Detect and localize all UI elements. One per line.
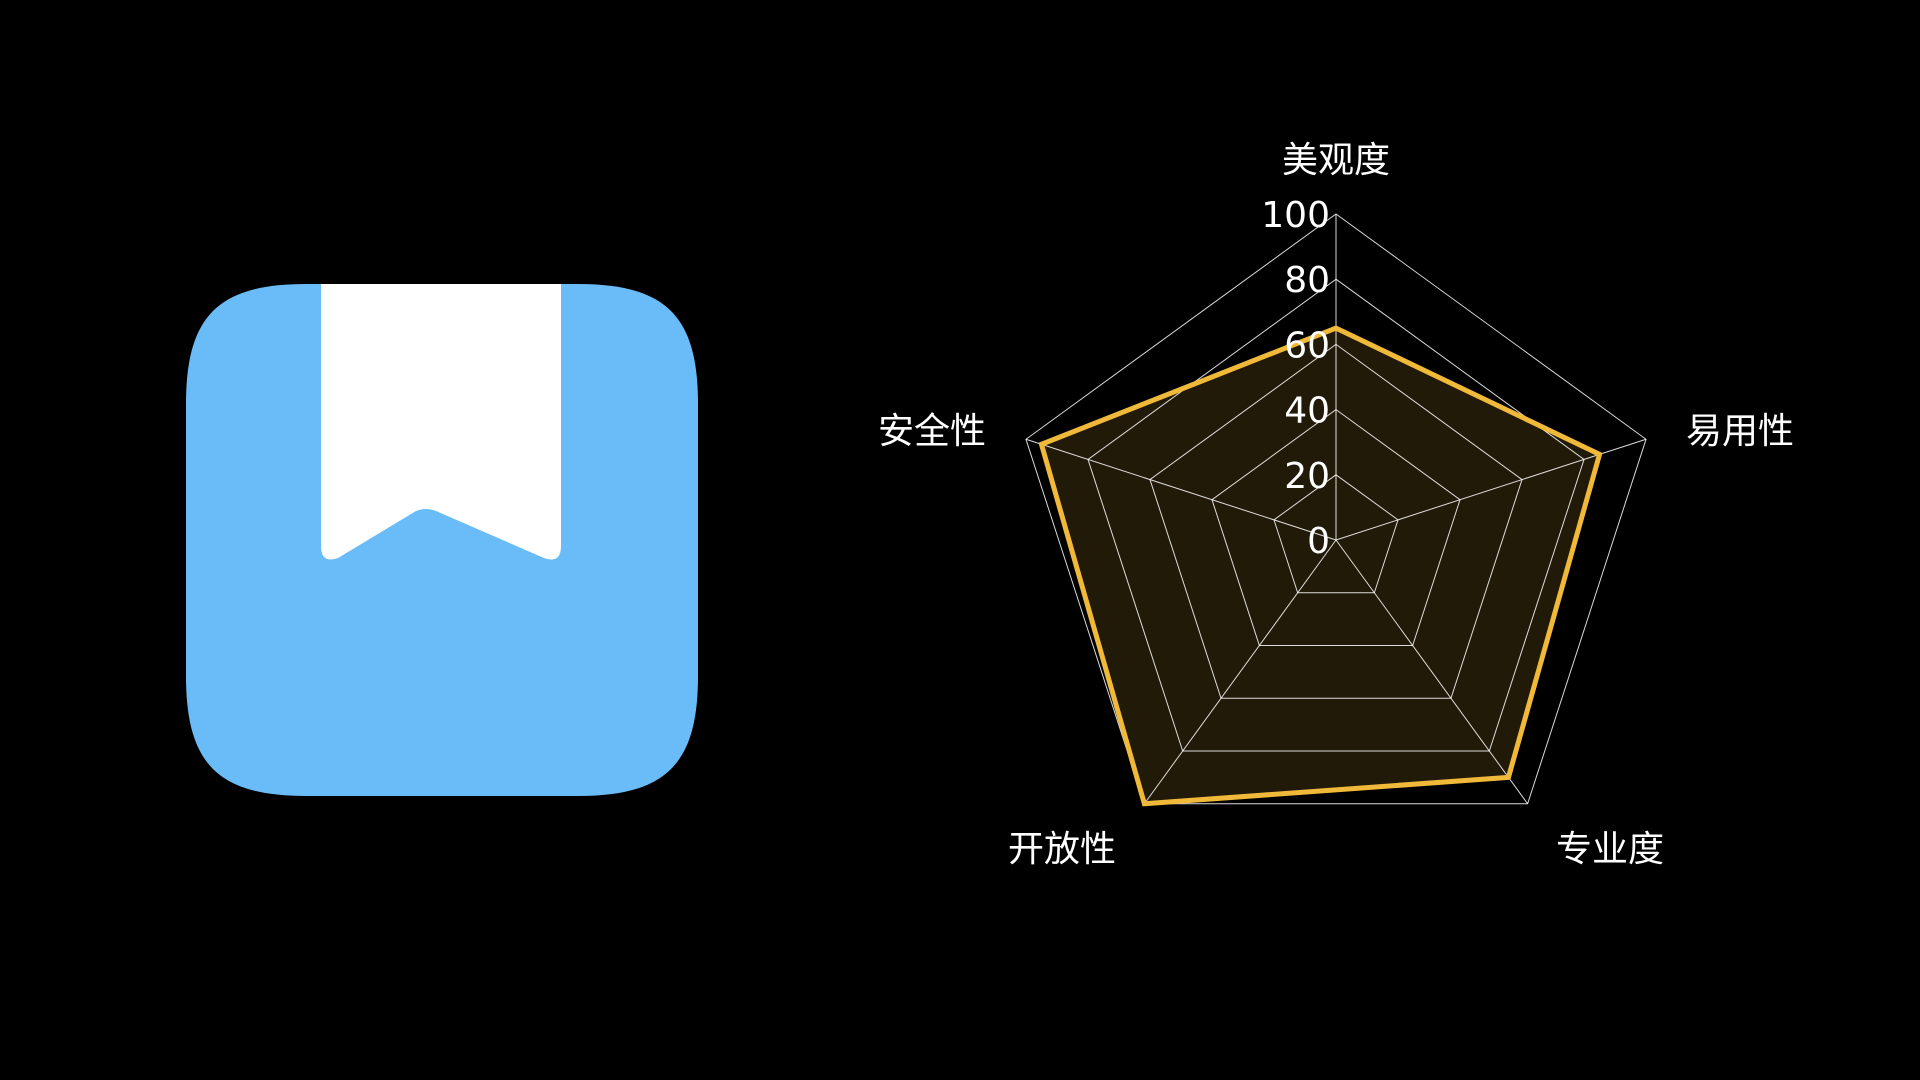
series-area: [1041, 328, 1600, 804]
axis-label: 美观度: [1282, 140, 1390, 181]
series-line: [1038, 325, 1603, 807]
grid-ring-100: [1025, 213, 1647, 805]
axis-spoke: [1335, 438, 1647, 541]
axis-spoke: [1143, 539, 1337, 805]
tick-label: 0: [1307, 521, 1330, 562]
grid-ring-40: [1211, 408, 1461, 646]
tick-label: 60: [1284, 325, 1330, 366]
axis-label: 专业度: [1556, 829, 1664, 870]
tick-label: 20: [1284, 456, 1330, 497]
axis-spoke: [1025, 438, 1337, 541]
axis-label: 易用性: [1686, 411, 1794, 452]
tick-label: 40: [1284, 391, 1330, 432]
icon-background: [186, 284, 698, 796]
grid-ring-20: [1273, 474, 1399, 594]
tick-label: 80: [1284, 260, 1330, 301]
bookmark-icon: [321, 284, 561, 560]
bookmark-app-icon: [186, 284, 698, 796]
axis-spoke: [1335, 539, 1529, 805]
grid-ring-60: [1149, 343, 1523, 699]
axis-label: 安全性: [878, 411, 986, 452]
tick-label: 100: [1261, 195, 1330, 236]
axis-label: 开放性: [1008, 829, 1116, 870]
